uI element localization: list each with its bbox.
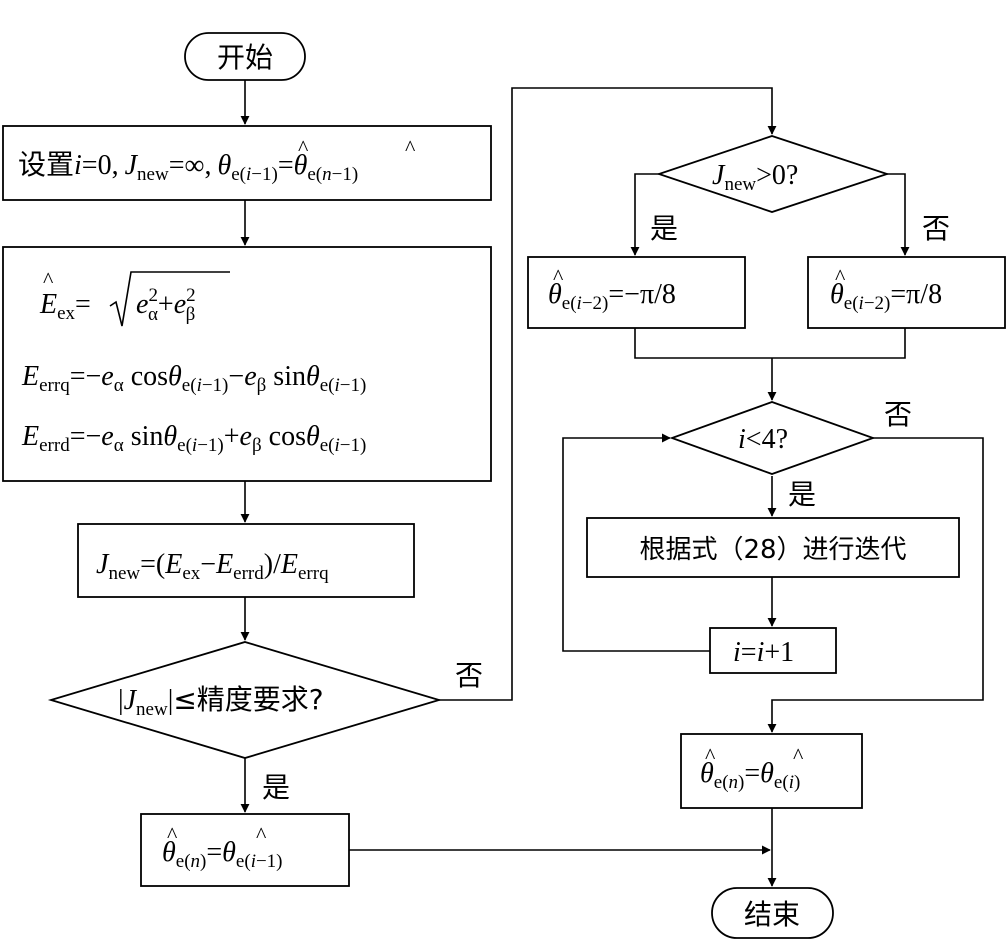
iterate-node: 根据式（28）进行迭代 [586, 517, 960, 578]
init-hat-1: ^ [298, 135, 309, 160]
theta-minus-hat: ^ [553, 264, 564, 289]
theta-n-right-label: θe(n)=θe(i) [700, 758, 800, 793]
end-label: 结束 [744, 898, 800, 931]
theta-n-left-hat-1: ^ [167, 822, 178, 847]
increment-node: i=i+1 [709, 627, 837, 674]
start-label: 开始 [217, 41, 273, 74]
theta-n-right-hat-1: ^ [705, 743, 716, 768]
theta-n-right-node: θe(n)=θe(i) ^ ^ [680, 733, 863, 809]
theta-plus-label: θe(i−2)=π/8 [830, 279, 942, 314]
init-hat-2: ^ [405, 135, 416, 160]
init-node: 设置i=0,Jnew=∞,θe(i−1)=θe(n−1) ^ ^ [2, 125, 492, 201]
connectors [240, 80, 984, 887]
jnew-node: Jnew=(Eex−Eerrd)/Eerrq [77, 523, 415, 598]
label-no-jnew: 否 [922, 212, 950, 245]
theta-n-left-label: θe(n)=θe(i−1) [162, 837, 283, 872]
increment-label: i=i+1 [733, 637, 794, 668]
label-no-precision: 否 [455, 659, 483, 692]
calc-hat-E: ^ [43, 267, 54, 292]
jnew-gt0-decision: Jnew>0? [656, 135, 890, 213]
jnew-gt0-label: Jnew>0? [712, 160, 798, 195]
label-yes-ilt4: 是 [788, 478, 816, 511]
iterate-label: 根据式（28）进行迭代 [639, 535, 906, 565]
sqrt-sign [109, 271, 230, 327]
theta-n-left-hat-2: ^ [256, 822, 267, 847]
edge-labels: 是 否 是 否 是 否 [262, 212, 950, 804]
theta-plus-hat: ^ [835, 264, 846, 289]
calc-line-ex: Eex= [39, 289, 91, 324]
label-yes-precision: 是 [262, 771, 290, 804]
precision-decision: |Jnew|≤精度要求? [47, 641, 443, 759]
arrow-precision-no [439, 87, 777, 701]
calc-line-errd: Eerrd=−eα sinθe(i−1)+eβ cosθe(i−1) [21, 421, 366, 456]
jnew-formula: Jnew=(Eex−Eerrd)/Eerrq [96, 549, 329, 584]
merge-line [634, 328, 906, 359]
arrow-loop-back [562, 433, 710, 652]
init-label: 设置i=0,Jnew=∞,θe(i−1)=θe(n−1) [18, 148, 358, 185]
label-no-ilt4: 否 [884, 398, 912, 431]
arrow-jnew-yes [630, 173, 659, 256]
theta-minus-node: θe(i−2)=−π/8 ^ [527, 256, 746, 329]
arrow-ilt4-no [767, 437, 984, 733]
i-lt4-label: i<4? [738, 424, 788, 455]
end-node: 结束 [711, 887, 834, 939]
i-lt4-decision: i<4? [669, 401, 876, 475]
calc-line-errq: Eerrq=−eα cosθe(i−1)−eβ sinθe(i−1) [21, 361, 366, 396]
start-node: 开始 [184, 32, 306, 81]
theta-minus-label: θe(i−2)=−π/8 [548, 279, 676, 314]
theta-plus-node: θe(i−2)=π/8 ^ [807, 256, 1006, 329]
theta-n-right-hat-2: ^ [793, 743, 804, 768]
theta-n-left-node: θe(n)=θe(i−1) ^ ^ [140, 813, 350, 887]
label-yes-jnew: 是 [650, 212, 678, 245]
arrow-jnew-no [887, 173, 910, 256]
precision-label: |Jnew|≤精度要求? [118, 683, 324, 720]
